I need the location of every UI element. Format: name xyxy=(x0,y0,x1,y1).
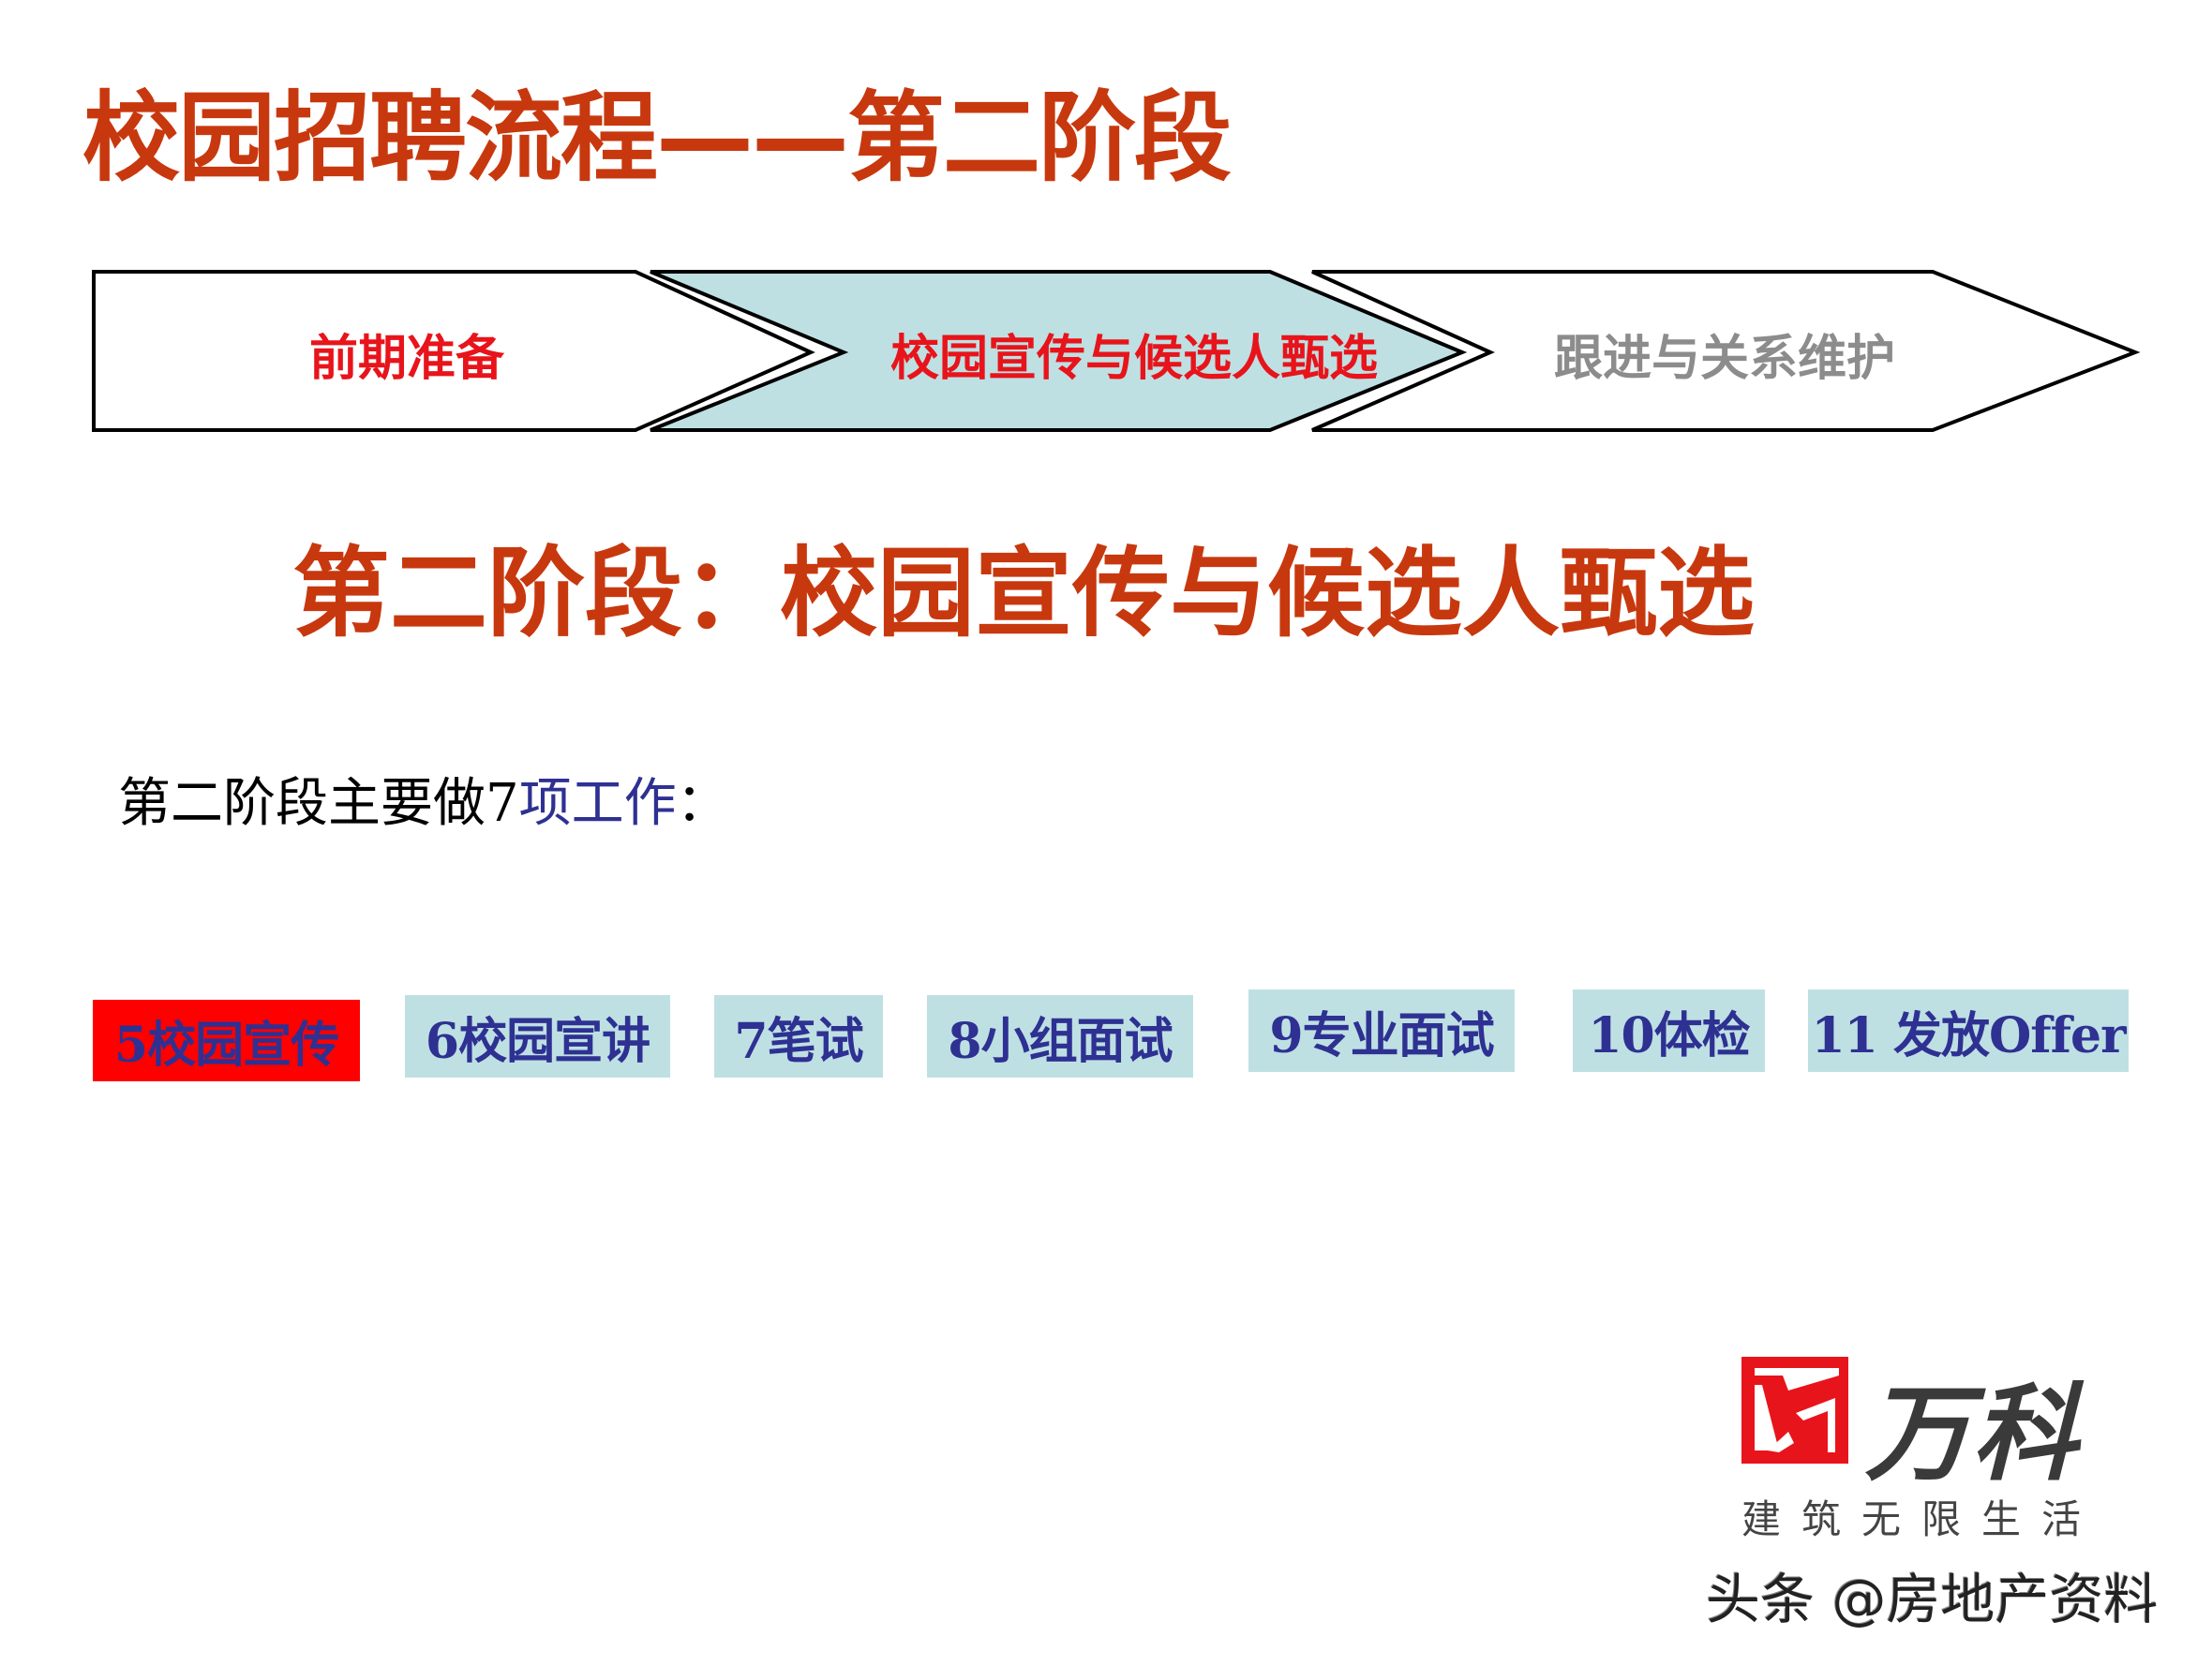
task-campus-promotion[interactable]: 5校园宣传 xyxy=(93,1000,360,1081)
vanke-logo-icon xyxy=(1741,1357,1848,1464)
chevron-step-2-shape xyxy=(650,270,1468,432)
brand-tagline: 建筑无限生活 xyxy=(1741,1496,2102,1542)
task-campus-presentation[interactable]: 6校园宣讲 xyxy=(405,995,670,1078)
task-issue-offer[interactable]: 11 发放Offer xyxy=(1808,989,2129,1072)
page-title: 校园招聘流程——第二阶段 xyxy=(82,81,1232,195)
chevron-step-1-shape xyxy=(92,270,815,432)
process-step-1: 前期准备 xyxy=(309,331,505,387)
process-step-3: 跟进与关系维护 xyxy=(1554,331,1896,387)
process-chevrons: 前期准备 校园宣传与候选人甄选 跟进与关系维护 xyxy=(0,262,2212,440)
chevron-shapes xyxy=(92,270,2141,432)
intro-line: 第二阶段主要做7项工作： xyxy=(118,761,729,837)
task-written-test[interactable]: 7笔试 xyxy=(714,995,883,1078)
task-medical-exam[interactable]: 10体检 xyxy=(1573,989,1765,1072)
intro-prefix: 第二阶段主要做7 xyxy=(118,773,519,834)
process-step-2: 校园宣传与候选人甄选 xyxy=(890,331,1379,387)
watermark: 头条 @房地产资料 xyxy=(1706,1568,2159,1631)
intro-highlight: 项工作 xyxy=(518,773,677,834)
chevron-step-3-shape xyxy=(1311,270,2141,432)
task-professional-interview[interactable]: 9专业面试 xyxy=(1248,989,1515,1072)
task-group-interview[interactable]: 8小组面试 xyxy=(927,995,1193,1078)
intro-suffix: ： xyxy=(676,773,729,834)
section-subtitle: 第二阶段：校园宣传与候选人甄选 xyxy=(292,536,1756,650)
brand-name: 万科 xyxy=(1865,1374,2079,1495)
